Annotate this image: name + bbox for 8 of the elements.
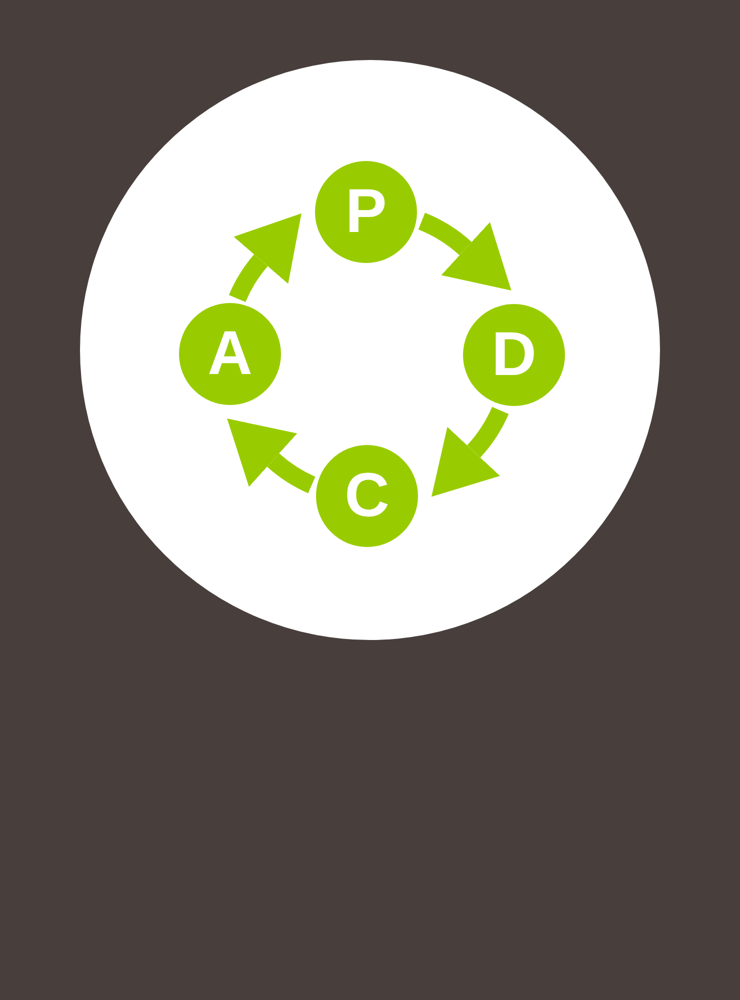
step-letter: P [345,181,387,243]
curved-arrow [433,406,508,499]
step-letter: A [208,323,252,385]
step-letter: D [492,324,536,386]
curved-arrow [225,420,316,494]
step-letter: C [344,465,390,527]
curved-arrow [229,212,300,302]
curved-arrow [418,212,514,288]
